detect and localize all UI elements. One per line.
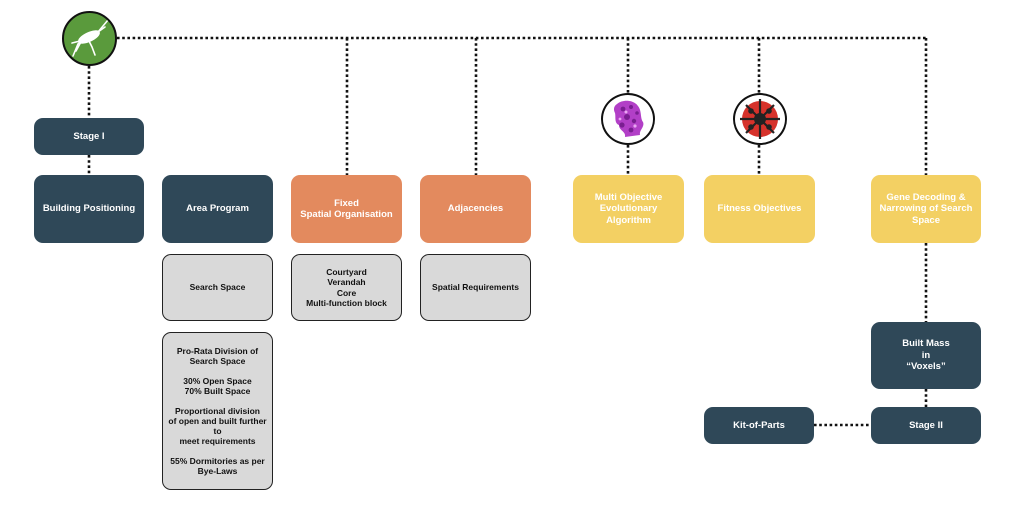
- stage1-node: Stage I: [34, 118, 144, 155]
- spatial-requirements-node: Spatial Requirements: [420, 254, 531, 321]
- fitness-objectives-node: Fitness Objectives: [704, 175, 815, 243]
- building-positioning-node: Building Positioning: [34, 175, 144, 243]
- kit-of-parts-node: Kit-of-Parts: [704, 407, 814, 444]
- pro-rata-node: Pro-Rata Division of Search Space 30% Op…: [162, 332, 273, 490]
- ladybug-icon: [733, 93, 787, 145]
- area-program-node: Area Program: [162, 175, 273, 243]
- gene-decoding-node: Gene Decoding & Narrowing of Search Spac…: [871, 175, 981, 243]
- built-mass-node: Built Mass in “Voxels”: [871, 322, 981, 389]
- stage2-node: Stage II: [871, 407, 981, 444]
- evolutionary-figure-icon: [601, 93, 655, 145]
- fixed-elements-node: Courtyard Verandah Core Multi-function b…: [291, 254, 402, 321]
- adjacencies-node: Adjacencies: [420, 175, 531, 243]
- search-space-node: Search Space: [162, 254, 273, 321]
- fixed-spatial-organisation-node: Fixed Spatial Organisation: [291, 175, 402, 243]
- moea-node: Multi Objective Evolutionary Algorithm: [573, 175, 684, 243]
- grasshopper-icon: [62, 11, 117, 66]
